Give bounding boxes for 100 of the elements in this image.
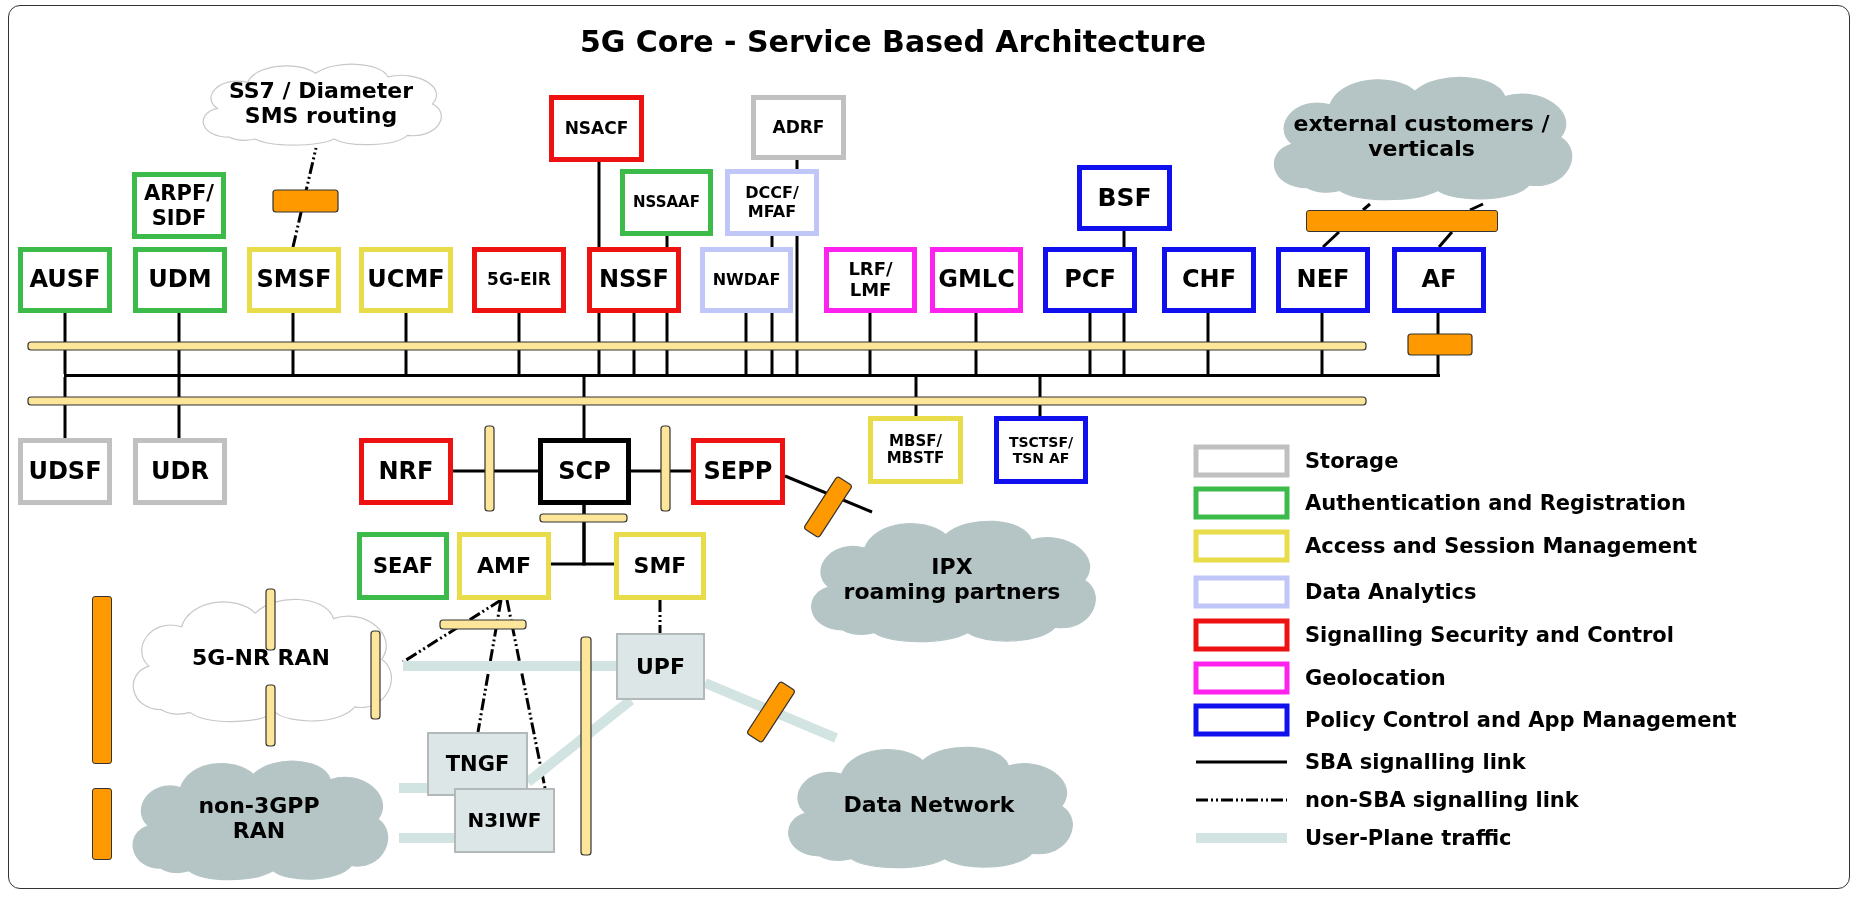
- legend-label: Signalling Security and Control: [1305, 623, 1674, 647]
- network-function-box: [614, 532, 706, 600]
- non-sba-link: [505, 599, 547, 789]
- node-label: DCCF/ MFAF: [744, 184, 800, 221]
- sba-link: [1038, 377, 1042, 416]
- node-label: AMF: [477, 553, 531, 579]
- node-label: UPF: [636, 653, 685, 680]
- sba-link: [517, 313, 521, 374]
- network-function-box: [357, 532, 449, 600]
- network-function-box: [691, 438, 785, 505]
- network-function-box: [620, 169, 713, 236]
- network-function-box: [930, 247, 1023, 313]
- network-function-box: [457, 532, 551, 600]
- network-function-box: [133, 247, 227, 313]
- node-label: UCMF: [367, 266, 445, 294]
- sba-link: [631, 469, 691, 473]
- network-function-box: [994, 416, 1088, 484]
- sba-link: [665, 313, 669, 374]
- node-label: NSSAAF: [633, 193, 700, 212]
- network-function-box: [359, 247, 453, 313]
- user-plane-box: [616, 633, 705, 700]
- security-barrier: [92, 596, 112, 764]
- network-function-box: [18, 247, 112, 313]
- node-label: ARPF/ SIDF: [143, 181, 215, 230]
- node-label: non-3GPP RAN: [197, 792, 321, 844]
- sba-link: [1437, 231, 1454, 248]
- sba-link: [597, 162, 601, 247]
- sba-link: [63, 313, 67, 374]
- node-label: SEAF: [372, 553, 434, 579]
- network-function-box: [247, 247, 341, 313]
- node-label: UDR: [151, 457, 209, 486]
- user-plane-box: [454, 788, 555, 853]
- network-function-box: [359, 438, 453, 505]
- sba-link: [914, 377, 918, 416]
- sba-link: [63, 377, 67, 438]
- node-label: SCP: [558, 457, 611, 486]
- sba-link: [597, 313, 601, 374]
- sba-link: [770, 313, 774, 374]
- security-barrier: [92, 788, 112, 860]
- node-label: SS7 / Diameter SMS routing: [227, 77, 415, 129]
- user-plane-link: [399, 833, 454, 843]
- sba-link: [1206, 313, 1210, 374]
- sba-link: [795, 236, 799, 374]
- node-label: GMLC: [938, 266, 1015, 294]
- node-label: MBSF/ MBSTF: [885, 432, 946, 468]
- user-plane-box: [427, 732, 528, 796]
- node-label: TNGF: [445, 751, 510, 777]
- security-barrier: [1306, 210, 1498, 232]
- node-label: NSACF: [564, 118, 629, 139]
- sba-link: [1122, 231, 1126, 247]
- legend-label: User-Plane traffic: [1305, 826, 1512, 850]
- sba-link: [770, 236, 774, 247]
- node-label: LRF/ LMF: [847, 259, 894, 301]
- sba-link: [177, 377, 181, 438]
- node-label: SEPP: [703, 457, 773, 486]
- sba-link: [744, 313, 748, 374]
- network-function-box: [587, 247, 681, 313]
- node-label: NEF: [1296, 266, 1350, 294]
- legend-label: non-SBA signalling link: [1305, 788, 1579, 812]
- network-function-box: [1276, 247, 1370, 313]
- non-sba-link: [476, 599, 503, 733]
- sba-link: [1088, 313, 1092, 374]
- network-function-box: [751, 95, 846, 160]
- legend-label: Access and Session Management: [1305, 534, 1697, 558]
- sba-link: [665, 236, 669, 247]
- network-function-box: [18, 438, 112, 505]
- network-function-box: [549, 95, 644, 162]
- diagram-title: 5G Core - Service Based Architecture: [578, 24, 1208, 59]
- node-label: AF: [1421, 266, 1457, 294]
- node-label: Data Network: [842, 792, 1016, 818]
- node-label: CHF: [1181, 266, 1237, 294]
- sba-link: [795, 160, 799, 169]
- sba-link: [1122, 313, 1126, 374]
- node-label: NWDAF: [712, 270, 781, 290]
- node-label: NRF: [378, 457, 434, 486]
- network-function-box: [133, 438, 227, 505]
- network-function-box: [538, 438, 631, 505]
- network-function-box: [472, 247, 566, 313]
- network-function-box: [1162, 247, 1256, 313]
- node-label: 5G-NR RAN: [191, 645, 331, 671]
- legend-label: Geolocation: [1305, 666, 1446, 690]
- sba-link: [632, 313, 636, 374]
- sba-link: [582, 505, 614, 566]
- sba-link: [1469, 202, 1484, 212]
- legend-label: Policy Control and App Management: [1305, 708, 1737, 732]
- network-function-box: [725, 169, 819, 236]
- sba-link: [404, 313, 408, 374]
- node-label: 5G-EIR: [487, 270, 551, 290]
- network-function-box: [700, 247, 793, 313]
- network-function-box: [1077, 165, 1172, 231]
- sba-link: [291, 313, 295, 374]
- user-plane-link: [703, 678, 838, 743]
- sba-link: [1362, 202, 1371, 212]
- network-function-box: [1392, 247, 1486, 313]
- network-function-box: [824, 247, 917, 313]
- node-label: N3IWF: [467, 809, 542, 832]
- network-function-box: [1043, 247, 1137, 313]
- non-sba-link: [658, 600, 662, 633]
- legend-label: Data Analytics: [1305, 580, 1477, 604]
- node-label: IPX: [930, 553, 974, 579]
